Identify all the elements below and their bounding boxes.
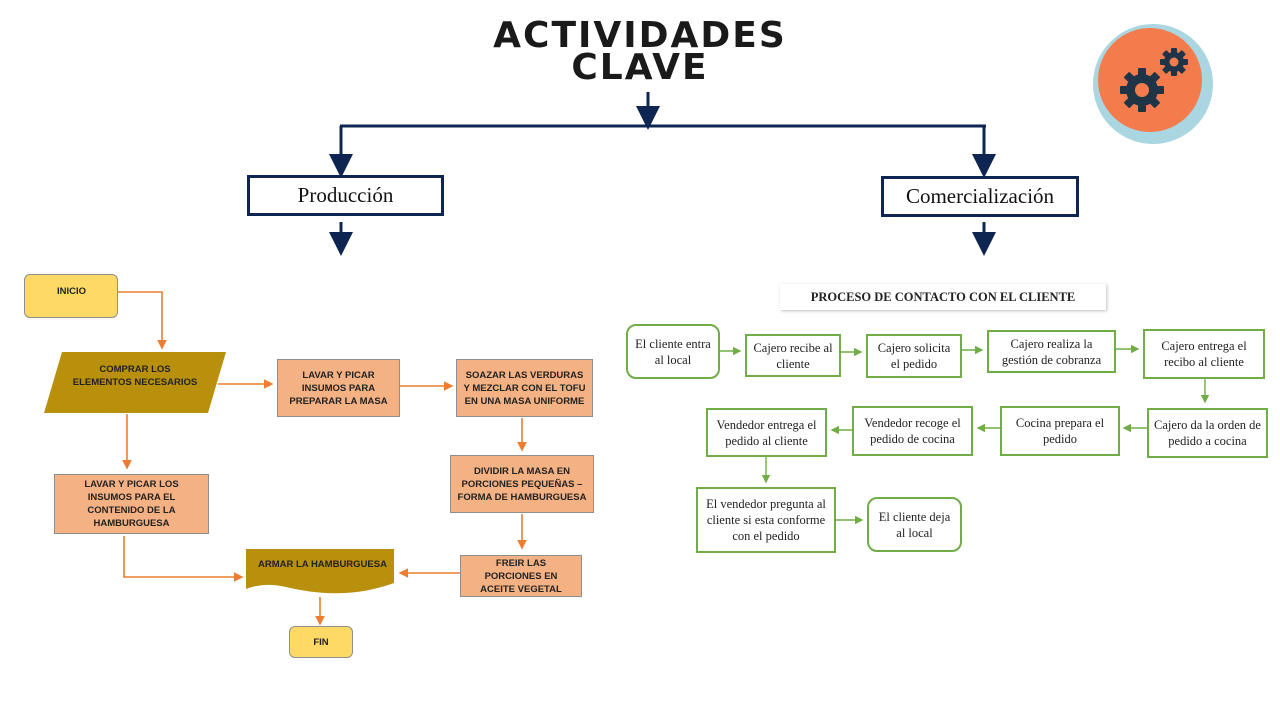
flow-armar-shape: [246, 549, 394, 594]
gears-icon: [1093, 24, 1213, 144]
flow-freir: FREIR LAS PORCIONES EN ACEITE VEGETAL: [460, 555, 582, 597]
flow-comprar-shape: [44, 352, 226, 413]
branch-produccion: Producción: [247, 175, 444, 216]
flow-armar: ARMAR LA HAMBURGUESA: [258, 558, 387, 570]
step-cobranza: Cajero realiza la gestión de cobranza: [987, 330, 1116, 373]
step-recibo: Cajero entrega el recibo al cliente: [1143, 329, 1265, 379]
step-entra: El cliente entra al local: [626, 324, 720, 379]
page-title-line2: CLAVE: [571, 47, 709, 88]
step-solicita: Cajero solicita el pedido: [866, 334, 962, 378]
flow-fin: FIN: [289, 626, 353, 658]
flow-lavar-masa: LAVAR Y PICAR INSUMOS PARA PREPARAR LA M…: [277, 359, 400, 417]
step-recibe: Cajero recibe al cliente: [745, 334, 841, 377]
flow-dividir: DIVIDIR LA MASA EN PORCIONES PEQUEÑAS – …: [450, 455, 594, 513]
step-pregunta: El vendedor pregunta al cliente si esta …: [696, 487, 836, 553]
flow-inicio: INICIO: [24, 274, 118, 318]
step-orden: Cajero da la orden de pedido a cocina: [1147, 408, 1268, 458]
process-title: PROCESO DE CONTACTO CON EL CLIENTE: [780, 284, 1106, 310]
flow-comprar: COMPRAR LOS ELEMENTOS NECESARIOS: [72, 364, 198, 388]
flow-soazar: SOAZAR LAS VERDURAS Y MEZCLAR CON EL TOF…: [456, 359, 593, 417]
page-title-line1: ACTIVIDADES: [493, 15, 787, 56]
branch-comercializacion: Comercialización: [881, 176, 1079, 217]
step-recoge: Vendedor recoge el pedido de cocina: [852, 406, 973, 456]
step-entrega: Vendedor entrega el pedido al cliente: [706, 408, 827, 457]
step-deja: El cliente deja al local: [867, 497, 962, 552]
flow-lavar-contenido: LAVAR Y PICAR LOS INSUMOS PARA EL CONTEN…: [54, 474, 209, 534]
step-cocina: Cocina prepara el pedido: [1000, 406, 1120, 456]
